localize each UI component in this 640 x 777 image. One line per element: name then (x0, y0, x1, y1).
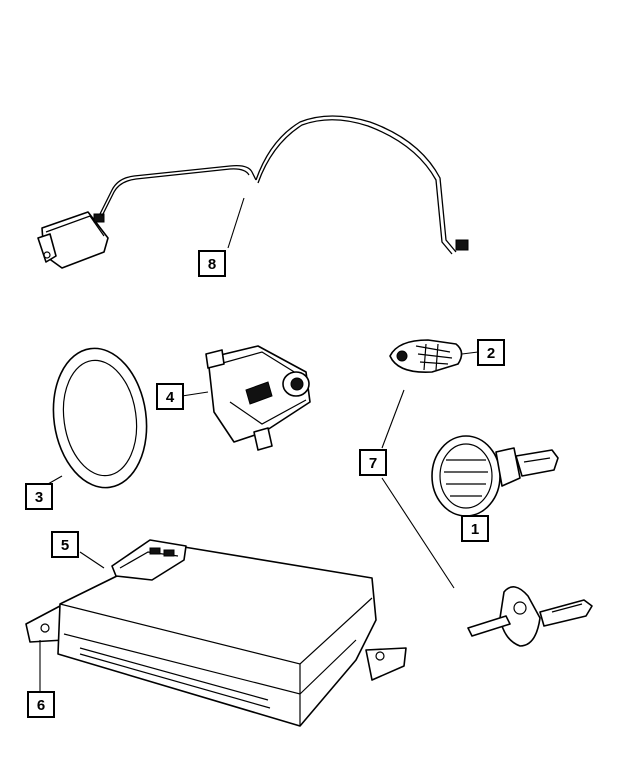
callout-4-label: 4 (166, 389, 175, 406)
leader-2 (461, 351, 479, 355)
key-fob-part (389, 339, 463, 373)
callout-3-label: 3 (35, 489, 43, 506)
ignition-switch-part (205, 345, 311, 451)
folding-key-part (467, 586, 593, 647)
ring-part (52, 347, 148, 489)
callout-1-label: 1 (471, 521, 479, 538)
callout-6: 6 (27, 691, 55, 718)
callout-8-label: 8 (208, 256, 216, 273)
callout-1: 1 (461, 515, 489, 542)
callout-2: 2 (477, 339, 505, 366)
control-module-part (25, 539, 407, 727)
callout-7-label: 7 (369, 455, 377, 472)
callout-2-label: 2 (487, 345, 495, 362)
callout-5-label: 5 (61, 537, 69, 554)
callout-5: 5 (51, 531, 79, 558)
leader-3 (47, 475, 63, 485)
callout-4: 4 (156, 383, 184, 410)
leader-5 (79, 551, 105, 569)
leader-7-lower (381, 477, 455, 589)
callout-3: 3 (25, 483, 53, 510)
callout-8: 8 (198, 250, 226, 277)
key-part (431, 435, 559, 517)
leader-7-upper (381, 389, 405, 449)
callout-6-label: 6 (37, 697, 45, 714)
leader-4 (181, 391, 209, 397)
callout-7: 7 (359, 449, 387, 476)
antenna-module-part (37, 115, 469, 269)
